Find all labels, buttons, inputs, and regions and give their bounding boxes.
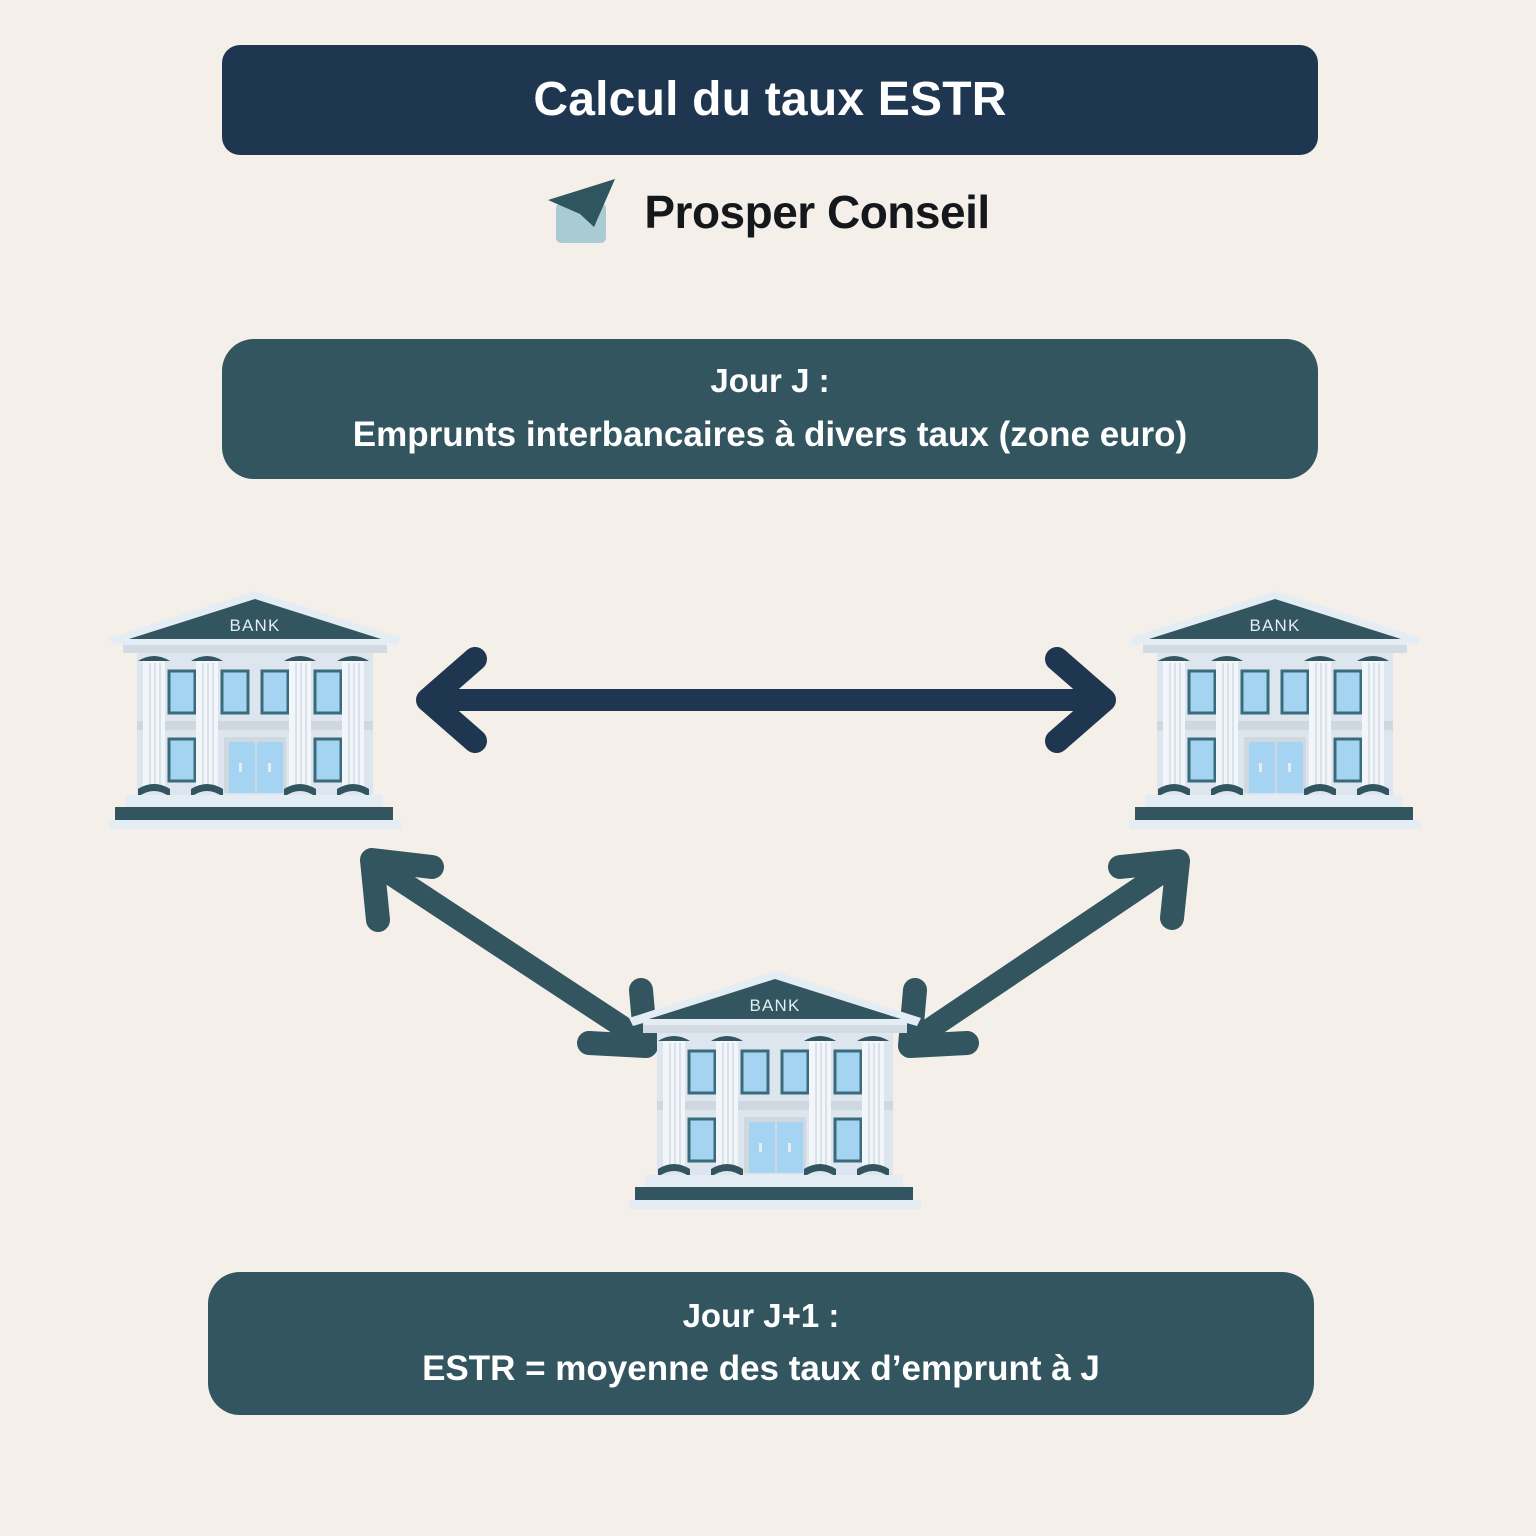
banner-jour-j-plus-1-line1: Jour J+1 : <box>682 1296 840 1334</box>
arrow-horizontal-icon <box>416 647 1116 753</box>
bank-label: BANK <box>1249 616 1300 635</box>
bank-label: BANK <box>229 616 280 635</box>
brand-logo: Prosper Conseil <box>0 172 1536 252</box>
paper-plane-logo-icon <box>546 177 620 247</box>
bank-building-left: BANK <box>105 583 405 836</box>
banner-jour-j-plus-1: Jour J+1 : ESTR = moyenne des taux d’emp… <box>208 1272 1314 1415</box>
bank-building-right: BANK <box>1125 583 1425 836</box>
banner-jour-j: Jour J : Emprunts interbancaires à diver… <box>222 339 1318 479</box>
banner-jour-j-line1: Jour J : <box>710 362 830 400</box>
banner-jour-j-plus-1-line2: ESTR = moyenne des taux d’emprunt à J <box>422 1349 1100 1389</box>
banner-jour-j-line2: Emprunts interbancaires à divers taux (z… <box>352 414 1188 454</box>
bank-building-center: BANK <box>625 963 925 1216</box>
bank-label: BANK <box>749 996 800 1015</box>
title-banner: Calcul du taux ESTR <box>222 45 1318 155</box>
arrow-diagonal-left-icon <box>360 848 658 1058</box>
page-title: Calcul du taux ESTR <box>533 73 1007 126</box>
arrow-diagonal-right-icon <box>898 849 1190 1058</box>
brand-name: Prosper Conseil <box>644 186 990 238</box>
